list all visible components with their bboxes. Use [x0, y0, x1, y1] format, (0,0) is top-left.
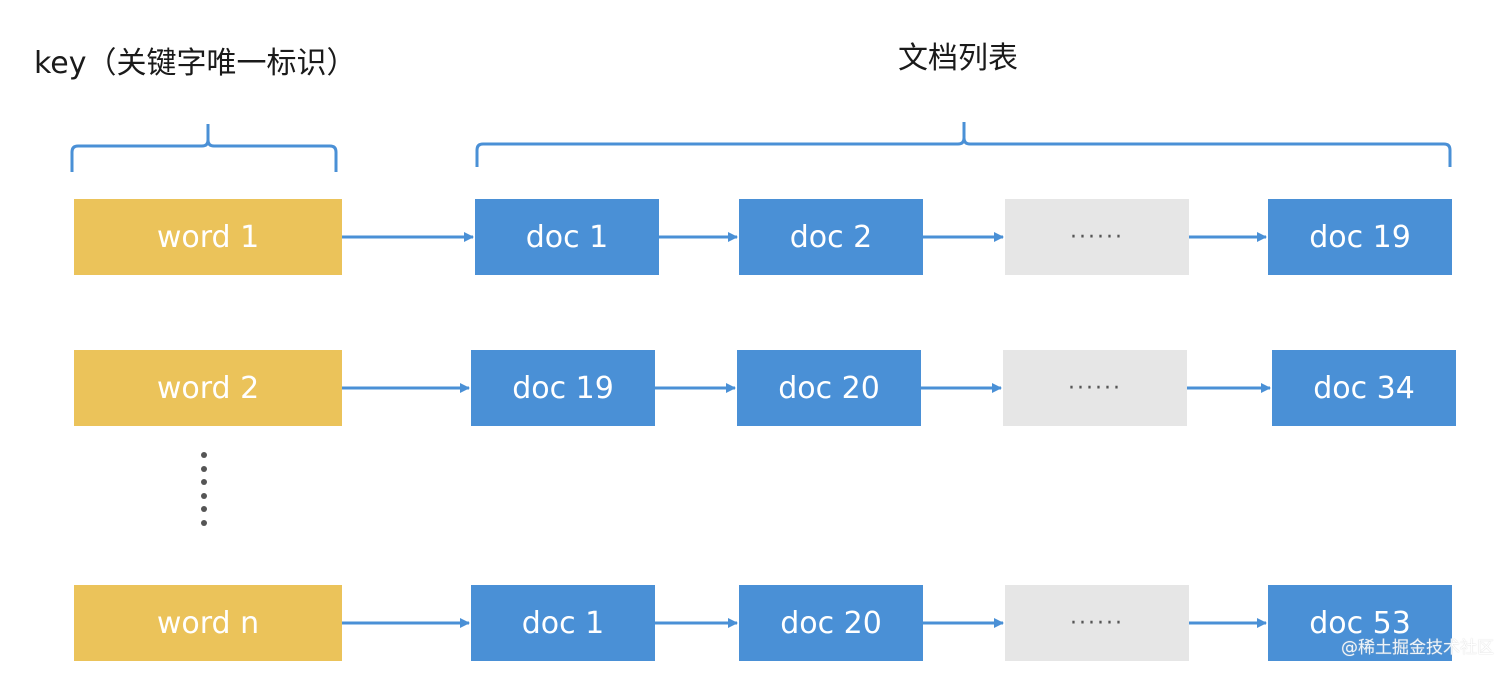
doc-box: doc 19	[471, 350, 655, 426]
ellipsis-box: ······	[1005, 585, 1189, 661]
doc-list-brace	[475, 122, 1452, 167]
vertical-ellipsis	[201, 452, 209, 533]
watermark: @稀土掘金技术社区	[1341, 638, 1494, 658]
doc-box: doc 20	[739, 585, 923, 661]
arrows-group	[342, 232, 1271, 628]
word-box: word 2	[74, 350, 342, 426]
doc-list-label: 文档列表	[898, 41, 1018, 76]
doc-box: doc 19	[1268, 199, 1452, 275]
ellipsis-box: ······	[1005, 199, 1189, 275]
word-box: word n	[74, 585, 342, 661]
word-box: word 1	[74, 199, 342, 275]
ellipsis-box: ······	[1003, 350, 1187, 426]
key-label: key（关键字唯一标识）	[34, 46, 357, 81]
doc-box: doc 1	[475, 199, 659, 275]
doc-box: doc 20	[737, 350, 921, 426]
doc-box: doc 53	[1268, 585, 1452, 661]
key-brace	[70, 124, 338, 172]
doc-box: doc 34	[1272, 350, 1456, 426]
doc-box: doc 2	[739, 199, 923, 275]
doc-box: doc 1	[471, 585, 655, 661]
